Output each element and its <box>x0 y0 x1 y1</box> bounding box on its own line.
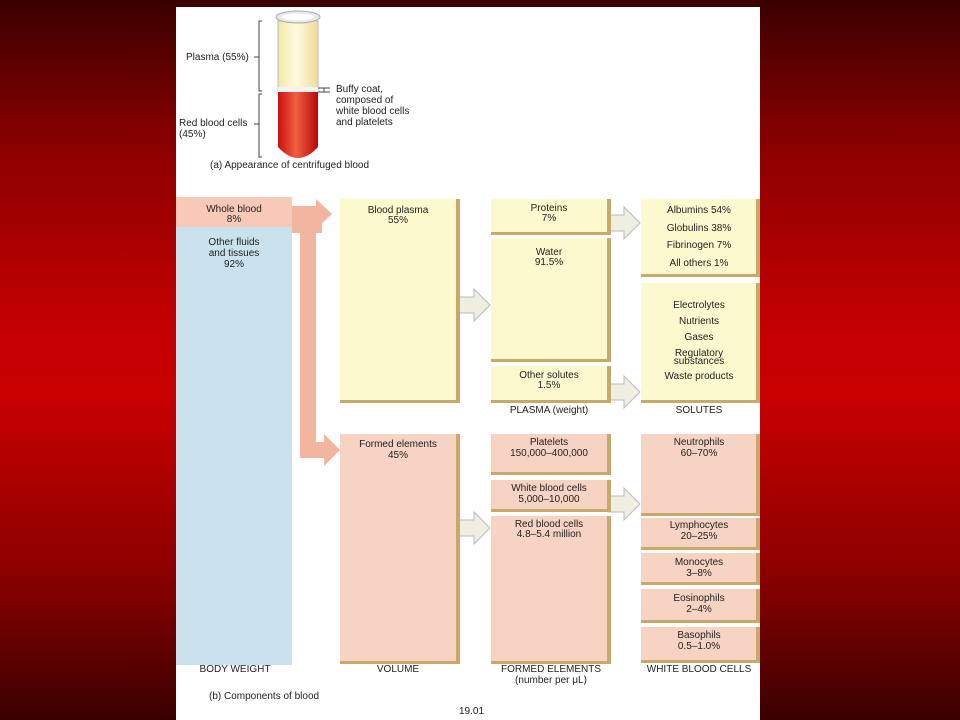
neutrophils-pct: 60–70% <box>680 448 718 459</box>
platelets-box <box>491 434 611 475</box>
proteins-label: Proteins <box>530 203 568 214</box>
col-formed: FORMED ELEMENTS <box>500 664 601 675</box>
col-body-weight: BODY WEIGHT <box>199 664 271 675</box>
wbc-count: 5,000–10,000 <box>518 494 580 505</box>
platelets-count: 150,000–400,000 <box>510 448 588 459</box>
other-fluids-line1: Other fluids <box>208 237 260 248</box>
plasma-label: Plasma (55%) <box>186 52 249 63</box>
rbc-label-line1: Red blood cells <box>179 118 248 129</box>
rbc-box <box>491 516 611 664</box>
rbc-count: 4.8–5.4 million <box>516 529 582 540</box>
monocytes-box <box>641 553 760 585</box>
lymphocytes-box <box>641 518 760 550</box>
buffy-coat-line2: composed of <box>336 95 394 106</box>
formed-elements-box <box>340 434 460 664</box>
rbc-label: Red blood cells <box>514 519 584 530</box>
eosinophils-label: Eosinophils <box>673 593 725 604</box>
electrolytes: Electrolytes <box>673 300 725 311</box>
lymphocytes-pct: 20–25% <box>680 531 718 542</box>
basophils-pct: 0.5–1.0% <box>677 641 721 652</box>
col-wbc: WHITE BLOOD CELLS <box>646 664 752 675</box>
blood-plasma-box <box>340 199 460 403</box>
other-fluids-line2: and tissues <box>208 248 260 259</box>
slide: Plasma (55%) Buffy coat, composed of whi… <box>176 7 760 720</box>
monocytes-label: Monocytes <box>674 557 724 568</box>
proteins-pct: 7% <box>541 213 557 224</box>
regulatory-line2: substances <box>673 356 725 367</box>
col-formed-sub: (number per μL) <box>515 675 587 686</box>
water-box <box>491 238 611 362</box>
wbc-box <box>491 480 611 512</box>
platelets-label: Platelets <box>529 437 569 448</box>
rbc-label-line2: (45%) <box>179 129 206 140</box>
globulins: Globulins 38% <box>666 223 732 234</box>
water-pct: 91.5% <box>534 257 564 268</box>
other-solutes-label: Other solutes <box>519 370 579 381</box>
neutrophils-box <box>641 434 760 516</box>
plasma-proteins-box <box>641 199 760 277</box>
buffy-coat-line1: Buffy coat, <box>336 84 384 95</box>
col-plasma-weight: PLASMA (weight) <box>509 405 589 416</box>
gases: Gases <box>684 332 714 343</box>
formed-elements-label: Formed elements <box>359 439 437 450</box>
col-volume: VOLUME <box>376 664 420 675</box>
other-fluids-box <box>176 227 292 665</box>
regulatory-line1: Regulatory <box>674 348 724 359</box>
neutrophils-label: Neutrophils <box>673 437 725 448</box>
fibrinogen: Fibrinogen 7% <box>666 240 732 251</box>
nutrients: Nutrients <box>678 316 719 327</box>
basophils-label: Basophils <box>677 630 721 641</box>
proteins-box <box>491 199 611 235</box>
other-solutes-pct: 1.5% <box>537 380 561 391</box>
figure-number: 19.01 <box>459 706 485 717</box>
water-label: Water <box>535 247 563 258</box>
wbc-label: White blood cells <box>511 483 587 494</box>
col-solutes: SOLUTES <box>675 405 723 416</box>
formed-elements-pct: 45% <box>387 450 408 461</box>
test-tube <box>275 10 321 158</box>
monocytes-pct: 3–8% <box>686 568 712 579</box>
eosinophils-box <box>641 589 760 623</box>
whole-blood-pct: 8% <box>226 214 242 225</box>
other-solutes-box <box>491 366 611 403</box>
other-solutes-list-box <box>641 283 760 403</box>
albumins: Albumins 54% <box>667 205 731 216</box>
buffy-coat-line3: white blood cells <box>336 106 410 117</box>
blood-plasma-pct: 55% <box>387 215 408 226</box>
whole-blood-box <box>176 197 292 227</box>
caption-a: (a) Appearance of centrifuged blood <box>210 160 369 171</box>
blood-plasma-label: Blood plasma <box>367 205 429 216</box>
basophils-box <box>641 627 760 663</box>
other-fluids-pct: 92% <box>223 259 244 270</box>
whole-blood-label: Whole blood <box>206 204 262 215</box>
lymphocytes-label: Lymphocytes <box>669 520 729 531</box>
caption-b: (b) Components of blood <box>209 691 320 702</box>
buffy-coat-line4: and platelets <box>336 117 393 128</box>
all-others: All others 1% <box>669 258 729 269</box>
waste-products: Waste products <box>664 371 734 382</box>
eosinophils-pct: 2–4% <box>686 604 712 615</box>
